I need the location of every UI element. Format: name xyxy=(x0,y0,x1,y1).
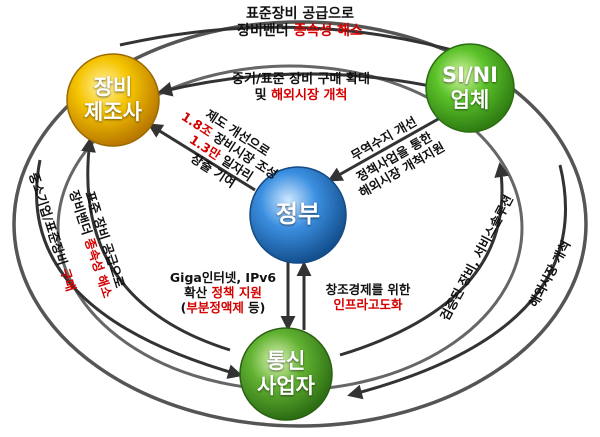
gov-to-telecom-line2-prefix: 확산 xyxy=(184,285,212,300)
top-inner-line2-red: 해외시장 개척 xyxy=(271,87,348,103)
top-outer-line2: 장비밴더 종속성 해소 xyxy=(210,23,390,40)
left-inner-arrow xyxy=(81,137,231,352)
gov-to-telecom-line1: Giga인터넷, IPv6 xyxy=(169,270,277,285)
top-inner-line2: 및 해외시장 개척 xyxy=(196,88,406,104)
government-line1: 정부 xyxy=(275,200,321,228)
si-ni-company-node xyxy=(425,43,515,133)
top-inner-arrow xyxy=(157,72,441,97)
si-ni-line1: SI/NI xyxy=(442,63,498,87)
top-outer-line2-red: 종속성 해소 xyxy=(293,22,363,39)
si-ni-company-label: SI/NI 업체 xyxy=(426,63,514,113)
top-inner-label: 중기/표준 장비 구매 확대 및 해외시장 개척 xyxy=(196,72,406,103)
equipment-manufacturer-line1: 장비 xyxy=(93,75,133,99)
telecom-line2: 사업자 xyxy=(257,374,315,398)
top-outer-line1: 표준장비 공급으로 xyxy=(246,6,354,22)
telecom-operator-node xyxy=(239,327,333,421)
outer-cycle-ring xyxy=(12,20,588,428)
gov-to-telecom-line3: (부분정액제 등) xyxy=(162,300,284,315)
top-outer-arrow xyxy=(119,25,473,59)
top-outer-line2-prefix: 장비밴더 xyxy=(237,22,294,39)
right-inner-arrow xyxy=(339,162,510,357)
telecom-to-gov-label: 창조경제를 위한 인프라고도화 xyxy=(312,282,424,312)
gov-to-telecom-line3-red: 부분정액제 xyxy=(186,300,244,315)
gov-to-telecom-line2: 확산 정책 지원 xyxy=(162,285,284,300)
right-outer-arrow xyxy=(347,164,567,400)
gov-to-telecom-line3-suffix: 등) xyxy=(243,300,266,315)
government-node xyxy=(249,166,347,264)
equipment-manufacturer-node xyxy=(66,53,160,147)
telecom-line1: 통신 xyxy=(266,349,306,373)
top-inner-line1: 중기/표준 장비 구매 확대 xyxy=(232,72,370,87)
telecom-operator-label: 통신 사업자 xyxy=(246,349,326,399)
top-outer-label: 표준장비 공급으로 장비밴더 종속성 해소 xyxy=(210,6,390,40)
gov-to-telecom-label: Giga인터넷, IPv6 확산 정책 지원 (부분정액제 등) xyxy=(162,270,284,315)
gov-to-mfr-arrow xyxy=(147,123,256,192)
government-label: 정부 xyxy=(258,199,338,229)
left-outer-arrow xyxy=(35,159,243,379)
equipment-manufacturer-label: 장비 제조사 xyxy=(73,75,153,125)
telecom-to-gov-line1: 창조경제를 위한 xyxy=(325,282,411,297)
gov-to-telecom-line2-red: 정책 지원 xyxy=(211,285,262,300)
telecom-to-gov-line2-red: 인프라고도화 xyxy=(333,297,403,312)
equipment-manufacturer-line2: 제조사 xyxy=(84,100,142,124)
gov-to-telecom-line3-open: ( xyxy=(180,300,187,315)
si-to-gov-arrow xyxy=(327,116,441,182)
si-ni-line2: 업체 xyxy=(450,88,490,112)
top-inner-line2-prefix: 및 xyxy=(254,87,272,103)
